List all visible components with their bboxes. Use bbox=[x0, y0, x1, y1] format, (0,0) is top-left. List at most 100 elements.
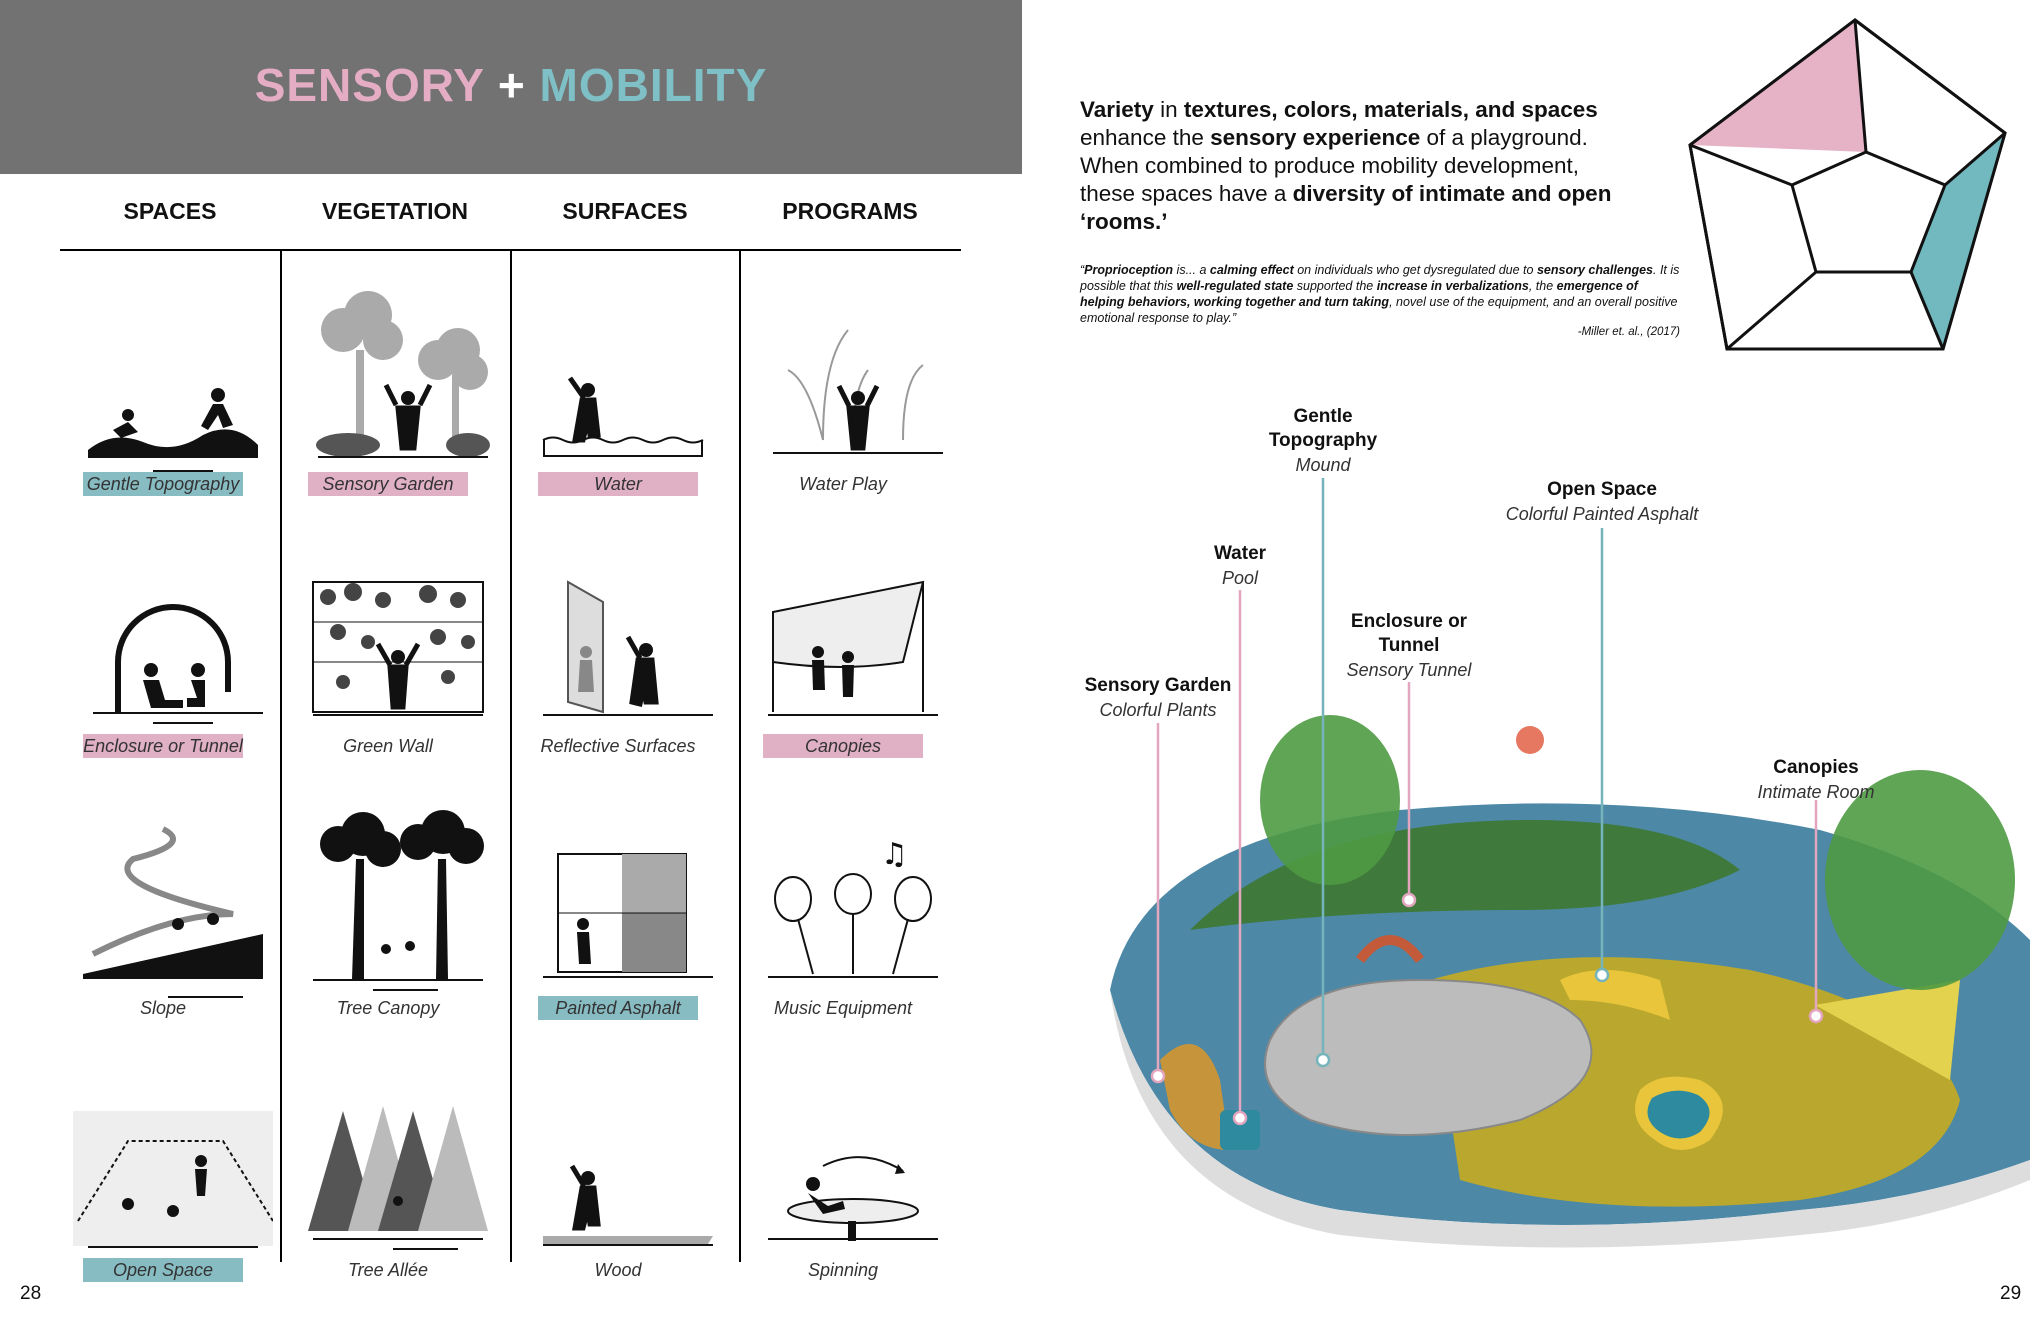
quote-text: supported the bbox=[1293, 279, 1377, 293]
play-path bbox=[1560, 970, 1670, 1020]
intro-text: enhance the bbox=[1080, 125, 1211, 150]
cell-label: Canopies bbox=[763, 734, 923, 758]
intro-text: in bbox=[1153, 97, 1184, 122]
column-divider bbox=[510, 250, 512, 1262]
pentagon-sector-mobility bbox=[1911, 133, 2005, 349]
quote-citation: -Miller et. al., (2017) bbox=[1577, 326, 1680, 338]
colorful-flowers bbox=[1516, 726, 1544, 754]
tree-canopy-icon bbox=[313, 810, 484, 991]
quote-text: , the bbox=[1528, 279, 1557, 293]
quote-text: , novel use of the equipment, and an ove… bbox=[1080, 295, 1678, 325]
column-header-spaces: SPACES bbox=[123, 198, 217, 224]
callout-canopies: Canopies Intimate Room bbox=[1736, 756, 1896, 804]
grid-cell-canopies: Canopies bbox=[740, 522, 966, 784]
pentagon-inner bbox=[1790, 150, 1947, 274]
slope-icon bbox=[83, 826, 263, 998]
cell-label: Tree Canopy bbox=[336, 998, 440, 1018]
callout-title-text: Enclosure or Tunnel bbox=[1350, 611, 1468, 656]
callout-title-text: Gentle Topography bbox=[1268, 406, 1378, 451]
callout-enclosure-tunnel: Enclosure or Tunnel Sensory Tunnel bbox=[1319, 610, 1499, 682]
cell-label: Wood bbox=[594, 1260, 642, 1280]
title-mobility: MOBILITY bbox=[539, 59, 768, 111]
grid-cell-wood: Wood bbox=[515, 1046, 741, 1308]
music-equipment-icon: ♫ bbox=[768, 837, 938, 978]
title-sensory: SENSORY bbox=[254, 59, 485, 111]
quote-text: “ bbox=[1080, 263, 1085, 277]
tree-allee-icon bbox=[308, 1106, 488, 1250]
quote-text: emergence of helping behaviors, working … bbox=[1080, 279, 1638, 309]
callout-subtitle: Intimate Room bbox=[1757, 782, 1875, 802]
intro-paragraph: Variety in textures, colors, materials, … bbox=[1080, 96, 1680, 236]
column-header-programs: PROGRAMS bbox=[782, 198, 918, 224]
callout-title: Gentle Topography bbox=[1223, 405, 1423, 453]
grid-cell-tree-allee: Tree Allée bbox=[285, 1046, 511, 1308]
quote-text: calming effect bbox=[1209, 263, 1294, 277]
intro-text: ‘rooms.’ bbox=[1080, 209, 1168, 234]
open-space-area bbox=[1264, 978, 1593, 1136]
canopies-icon bbox=[768, 580, 938, 716]
cell-label: Enclosure or Tunnel bbox=[83, 734, 243, 758]
quote-text: is... a bbox=[1173, 263, 1210, 277]
cell-label: Water Play bbox=[799, 474, 887, 494]
callout-subtitle: Sensory Tunnel bbox=[1346, 660, 1472, 680]
grid-cell-green-wall: Green Wall bbox=[285, 522, 511, 784]
grid-cell-painted-asphalt: Painted Asphalt bbox=[515, 784, 741, 1046]
cell-label: Sensory Garden bbox=[308, 472, 468, 496]
sensory-garden-bed bbox=[1160, 1044, 1230, 1150]
right-page: Variety in textures, colors, materials, … bbox=[1020, 0, 2040, 1320]
cell-label: Water bbox=[538, 472, 698, 496]
column-divider bbox=[739, 250, 741, 1262]
quote-block: “Proprioception is... a calming effect o… bbox=[1080, 262, 1680, 326]
column-divider bbox=[280, 250, 282, 1262]
cell-label: Painted Asphalt bbox=[538, 996, 698, 1020]
grid-cell-slope: Slope bbox=[60, 784, 286, 1046]
grid-cell-water: Water bbox=[515, 260, 741, 522]
grid-cell-sensory-garden: Sensory Garden bbox=[285, 260, 511, 522]
column-header-surfaces: SURFACES bbox=[562, 198, 688, 224]
pool-water bbox=[1647, 1090, 1710, 1139]
sensory-tunnel bbox=[1356, 935, 1424, 964]
grid-cell-open-space: Open Space bbox=[60, 1046, 286, 1308]
grid-cell-spinning: Spinning bbox=[740, 1046, 966, 1308]
cell-label: Spinning bbox=[807, 1260, 879, 1280]
intro-text: When combined to produce mobility develo… bbox=[1080, 153, 1580, 178]
intro-text: sensory experience bbox=[1210, 125, 1421, 150]
column-header-vegetation: VEGETATION bbox=[321, 198, 469, 224]
cell-label: Open Space bbox=[83, 1258, 243, 1282]
open-space-icon bbox=[73, 1111, 273, 1248]
callout-sensory-garden: Sensory Garden Colorful Plants bbox=[1068, 674, 1248, 722]
pentagon-sector-sensory bbox=[1690, 20, 1866, 152]
cell-label: Gentle Topography bbox=[83, 472, 243, 496]
callout-subtitle: Colorful Painted Asphalt bbox=[1505, 504, 1699, 524]
cell-label: Slope bbox=[139, 998, 187, 1018]
painted-asphalt-icon bbox=[543, 853, 713, 978]
cell-label: Tree Allée bbox=[347, 1260, 429, 1280]
grid-cell-tree-canopy: Tree Canopy bbox=[285, 784, 511, 1046]
intro-text: these spaces have a bbox=[1080, 181, 1293, 206]
cell-label: Green Wall bbox=[343, 736, 433, 756]
quote-text: . It is possible that this bbox=[1080, 263, 1680, 293]
quote-text: on individuals who get dysregulated due … bbox=[1293, 263, 1537, 277]
canopy-sail bbox=[1815, 980, 1960, 1080]
callout-title: Open Space bbox=[1547, 479, 1657, 500]
callout-subtitle: Mound bbox=[1295, 455, 1351, 475]
title-banner: SENSORY + MOBILITY bbox=[0, 0, 1022, 174]
water-pool-small bbox=[1220, 1110, 1260, 1150]
quote-text: well-regulated state bbox=[1176, 279, 1294, 293]
grid-cell-water-play: Water Play bbox=[740, 260, 966, 522]
wood-icon bbox=[543, 1164, 713, 1246]
quote-text: sensory challenges bbox=[1536, 263, 1653, 277]
spinning-icon bbox=[768, 1156, 938, 1241]
page-number-right: 29 bbox=[2000, 1283, 2022, 1304]
callout-title: Canopies bbox=[1773, 757, 1859, 778]
grid-cell-gentle-topography: Gentle Topography bbox=[60, 260, 286, 522]
cell-label: Music Equipment bbox=[773, 998, 913, 1018]
reflective-surfaces-icon bbox=[543, 580, 713, 716]
tree-left bbox=[1260, 715, 1400, 885]
tree-right bbox=[1825, 770, 2015, 990]
enclosure-tunnel-icon bbox=[93, 604, 263, 724]
callout-subtitle: Pool bbox=[1221, 568, 1259, 588]
quote-text: Proprioception bbox=[1084, 263, 1174, 277]
green-wall-icon bbox=[312, 581, 484, 716]
intro-text: Variety bbox=[1080, 97, 1154, 122]
